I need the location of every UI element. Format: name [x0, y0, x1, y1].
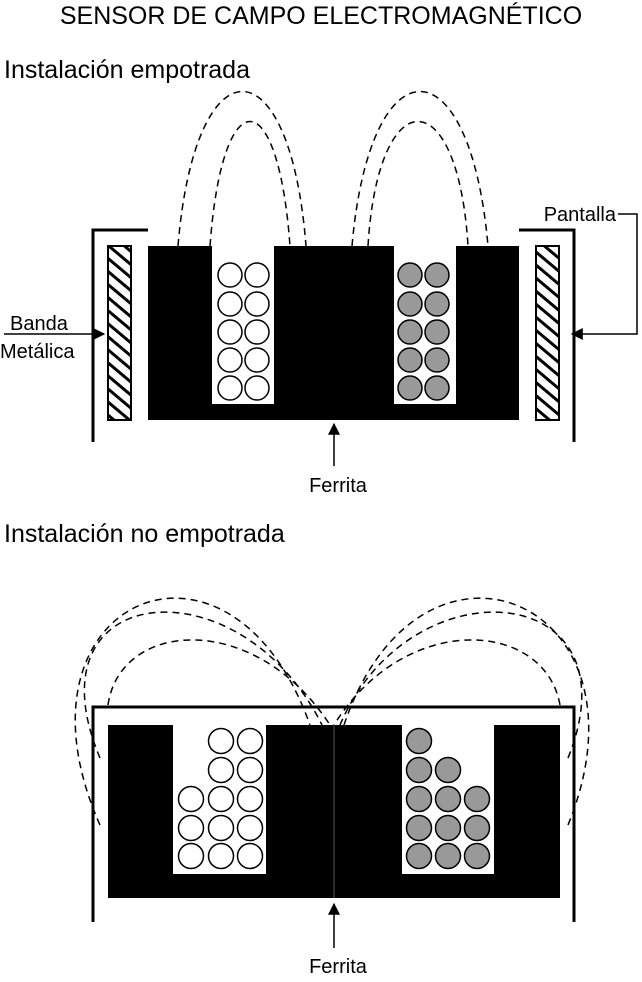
field-line: [339, 611, 583, 759]
coil-turn: [217, 375, 243, 401]
coil-turn: [244, 262, 270, 288]
coil-turn: [236, 727, 264, 755]
coil-turn: [434, 785, 462, 813]
coil-turn: [207, 842, 235, 870]
metal-band: [107, 245, 132, 421]
coil-turn: [405, 842, 433, 870]
coil-turn: [463, 814, 491, 842]
coil-turn: [405, 785, 433, 813]
shield: [519, 228, 576, 442]
coil-turn: [397, 319, 423, 345]
coil-left-turns: [177, 727, 264, 870]
non-flush-installation-heading: Instalación no empotrada: [4, 520, 285, 548]
coil-turn: [434, 814, 462, 842]
coil-turn: [207, 785, 235, 813]
coil-turn: [463, 842, 491, 870]
coil-turn: [236, 785, 264, 813]
non-flush-installation-diagram: Ferrita: [74, 597, 590, 978]
field-line: [107, 639, 331, 726]
field-line: [83, 611, 323, 759]
metal-band-label: Banda: [10, 313, 69, 335]
coil-turn: [397, 347, 423, 373]
coil-turn: [244, 291, 270, 317]
coil-turn: [434, 756, 462, 784]
shield: [91, 228, 148, 442]
field-line: [177, 91, 307, 247]
coil-turn: [177, 842, 205, 870]
coil-turn: [217, 347, 243, 373]
field-line: [351, 91, 489, 247]
coil-turn: [236, 756, 264, 784]
ferrite-label: Ferrita: [309, 475, 368, 497]
coil-turn: [244, 319, 270, 345]
coil-right-turns: [405, 727, 491, 870]
coil-turn: [236, 814, 264, 842]
ferrite-label: Ferrita: [309, 956, 368, 978]
coil-turn: [207, 756, 235, 784]
metal-band: [535, 245, 560, 421]
shield-label: Pantalla: [544, 204, 617, 226]
coil-turn: [236, 842, 264, 870]
metal-band-label: Metálica: [0, 341, 75, 363]
non-flush-field-lines: [74, 597, 590, 826]
field-line: [333, 639, 561, 726]
coil-turn: [424, 262, 450, 288]
coil-turn: [244, 347, 270, 373]
coil-turn: [405, 756, 433, 784]
coil-turn: [434, 842, 462, 870]
flush-installation-diagram: Banda Metálica Pantalla Ferrita: [0, 91, 638, 497]
coil-turn: [424, 291, 450, 317]
coil-turn: [217, 262, 243, 288]
housing: [91, 705, 576, 922]
coil-turn: [463, 785, 491, 813]
coil-turn: [207, 727, 235, 755]
coil-turn: [217, 319, 243, 345]
coil-turn: [405, 727, 433, 755]
coil-turn: [397, 375, 423, 401]
coil-left-turns: [217, 262, 270, 401]
coil-turn: [244, 375, 270, 401]
coil-turn: [207, 814, 235, 842]
page-title: SENSOR DE CAMPO ELECTROMAGNÉTICO: [59, 2, 583, 30]
coil-turn: [397, 291, 423, 317]
coil-turn: [397, 262, 423, 288]
coil-turn: [424, 375, 450, 401]
field-line: [367, 121, 469, 247]
field-line: [74, 597, 311, 826]
coil-turn: [217, 291, 243, 317]
coil-right-turns: [397, 262, 450, 401]
coil-turn: [177, 814, 205, 842]
flush-field-lines: [177, 91, 489, 247]
field-line: [343, 597, 590, 826]
coil-turn: [405, 814, 433, 842]
shield-pointer-arrow: [570, 213, 638, 340]
coil-turn: [424, 319, 450, 345]
coil-turn: [177, 785, 205, 813]
ferrite-core: [148, 246, 519, 420]
coil-turn: [424, 347, 450, 373]
field-line: [209, 120, 291, 247]
flush-installation-heading: Instalación empotrada: [4, 56, 250, 84]
